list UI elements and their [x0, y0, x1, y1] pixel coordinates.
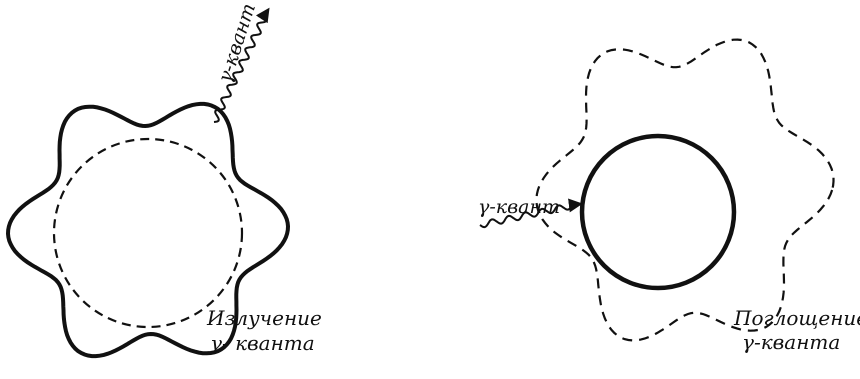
absorption-caption-line2: γ-кванта: [742, 330, 840, 354]
absorption-photon-label: γ-квант: [478, 196, 560, 218]
absorption-panel: γ-квант Поглощение γ-кванта: [478, 40, 860, 354]
spherical-nucleus-solid: [582, 136, 734, 288]
absorption-caption-line1: Поглощение: [733, 306, 860, 330]
emission-caption-line2: γ- кванта: [210, 331, 315, 355]
deformed-nucleus-dashed-outline: [537, 40, 834, 341]
emission-caption-line1: Излучение: [206, 306, 322, 330]
spherical-nucleus-dashed: [54, 139, 242, 327]
emission-panel: γ-квант Излучение γ- кванта: [8, 1, 322, 356]
